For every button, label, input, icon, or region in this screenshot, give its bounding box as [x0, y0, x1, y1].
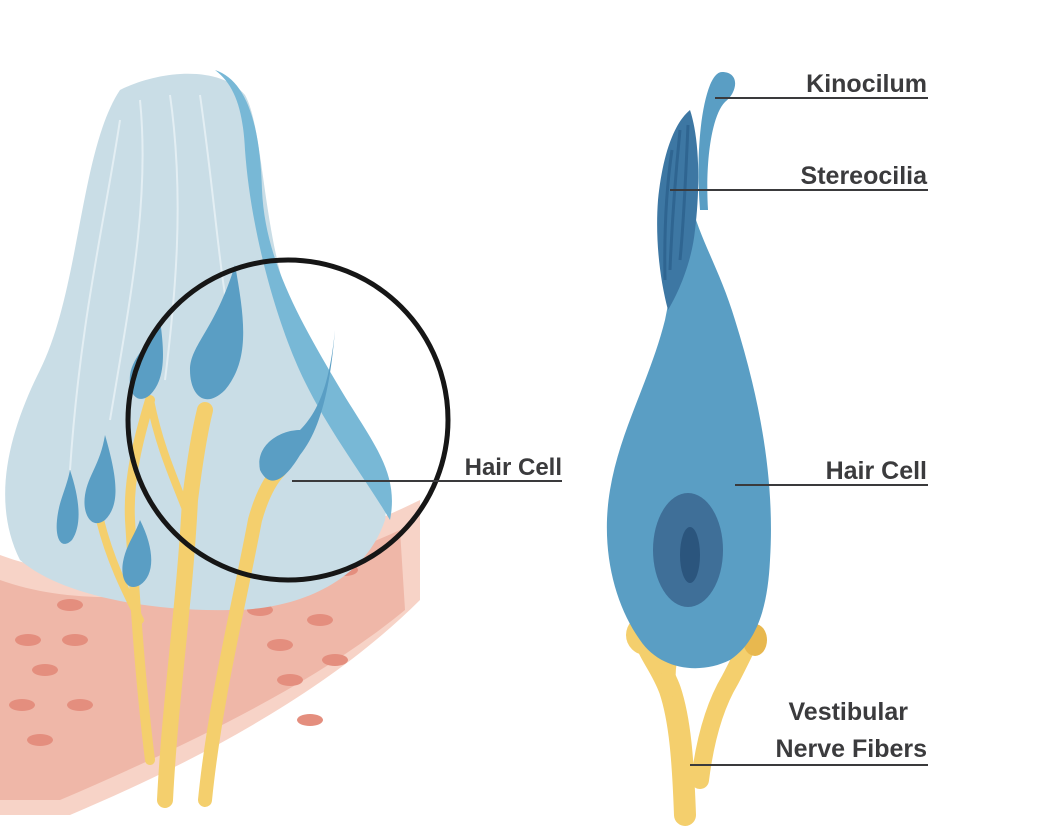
nucleolus: [680, 527, 700, 583]
hair-cells-left: [56, 265, 335, 588]
hair-cell-body: [606, 200, 771, 669]
label-nerve-fibers: Nerve Fibers: [776, 735, 927, 763]
label-vestibular: Vestibular: [789, 698, 909, 726]
kinocilium: [698, 72, 736, 210]
hair-cell-detail: [606, 72, 771, 826]
cupula-edge: [215, 70, 392, 520]
label-hair-cell-left: Hair Cell: [465, 454, 562, 481]
label-kinocilium: Kinocilum: [806, 70, 927, 98]
stereocilia: [657, 110, 699, 310]
stereocilia-lines: [663, 124, 690, 281]
crista-ampullaris-illustration: [0, 70, 451, 815]
magnification-circle: [125, 257, 451, 583]
label-stereocilia: Stereocilia: [801, 162, 929, 190]
leader-lines: [292, 97, 928, 766]
label-hair-cell-right: Hair Cell: [826, 457, 927, 485]
